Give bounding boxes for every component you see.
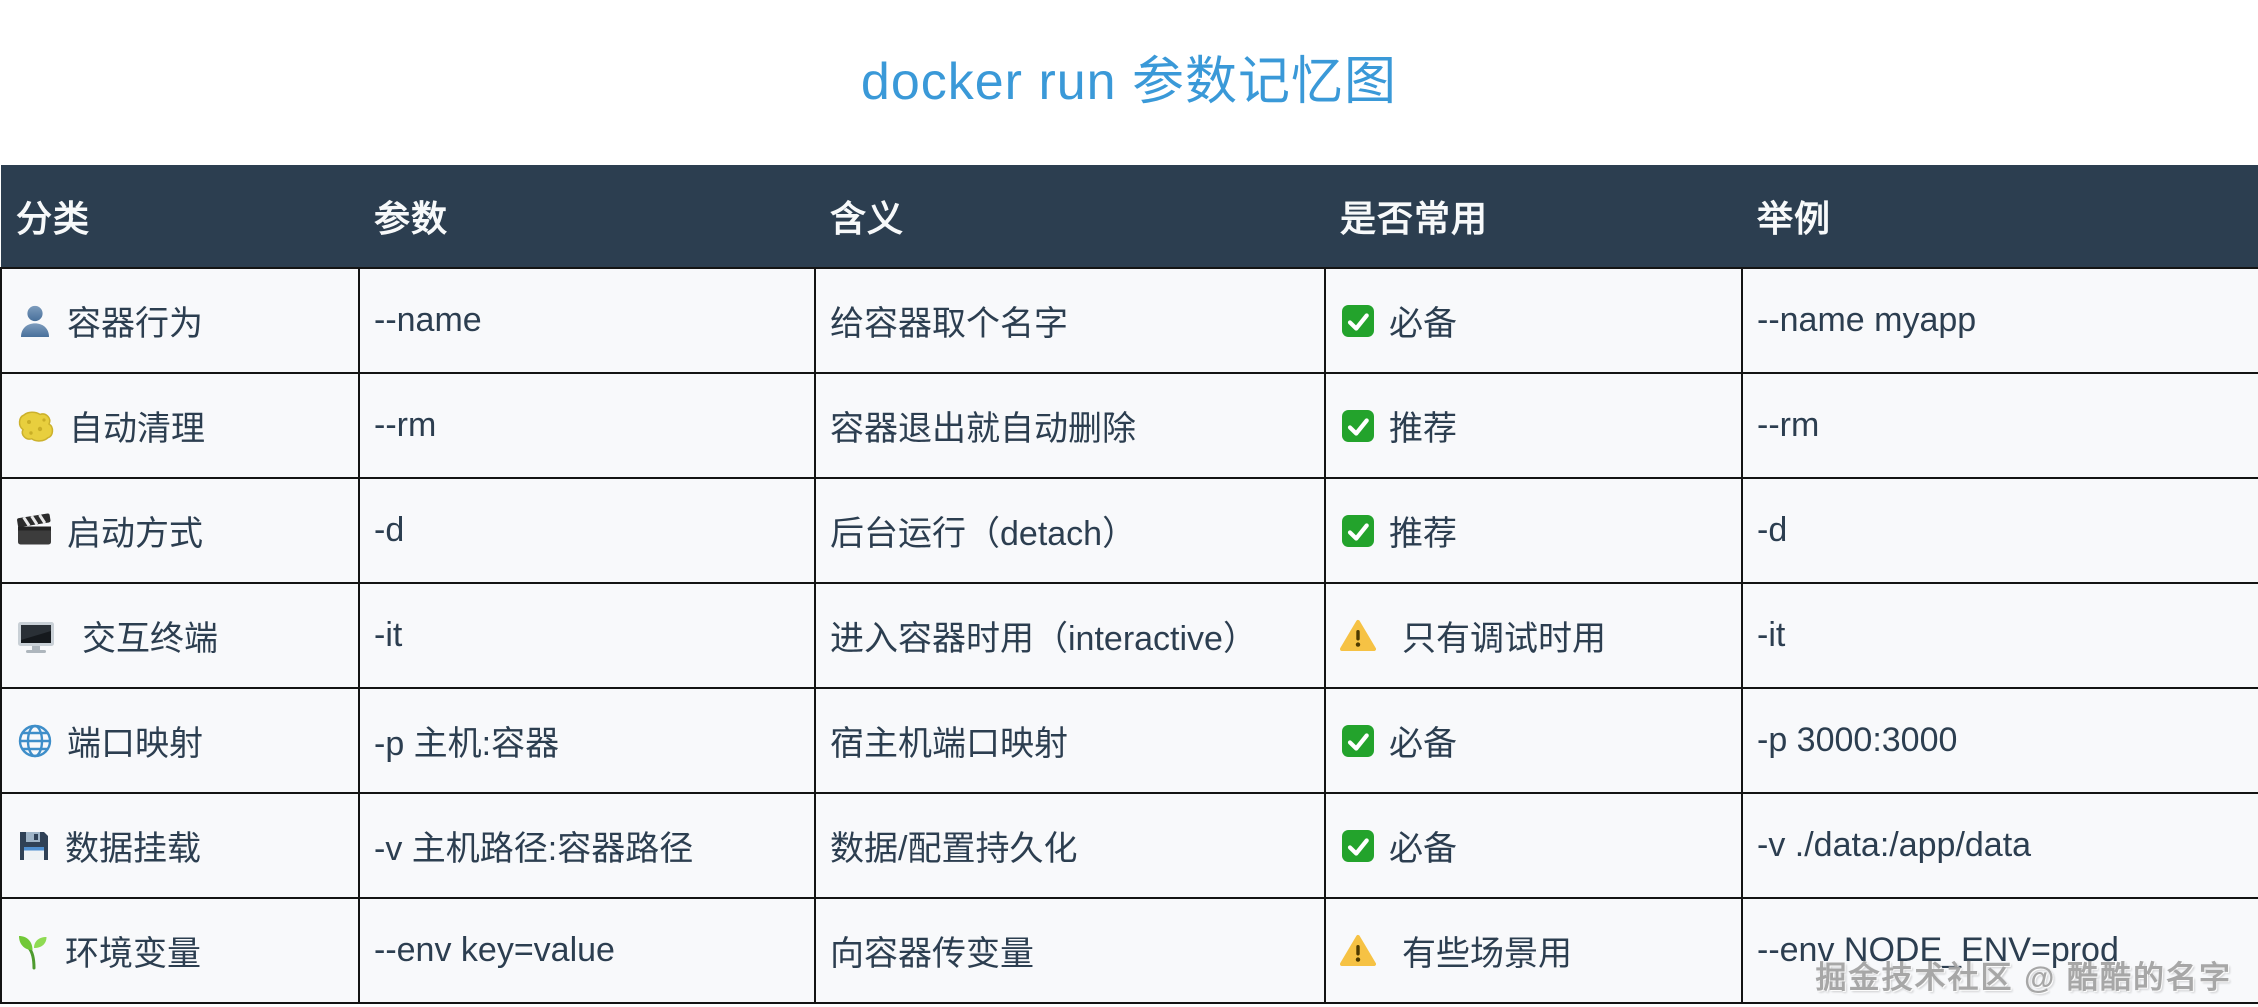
- header-cell-example: 举例: [1742, 165, 2258, 268]
- param-cell: -it: [358, 582, 816, 689]
- table-row: 容器行为 --name 给容器取个名字 必备: [0, 267, 2258, 374]
- table-row: 环境变量 --env key=value 向容器传变量: [0, 897, 2258, 1004]
- category-label: 交互终端: [82, 620, 218, 658]
- status-label: 只有调试时用: [1402, 620, 1606, 658]
- bust-in-silhouette-icon: [16, 302, 54, 340]
- category-cell: 数据挂载: [0, 792, 360, 899]
- category-cell: 启动方式: [0, 477, 360, 584]
- page-title: docker run 参数记忆图: [860, 52, 1398, 111]
- clapper-board-icon: [16, 512, 54, 550]
- table-row: 端口映射 -p 主机:容器 宿主机端口映射 必备: [0, 687, 2258, 794]
- param-cell: --env key=value: [358, 897, 816, 1004]
- category-label: 端口映射: [67, 725, 203, 763]
- status-cell: 必备: [1324, 792, 1743, 899]
- example-cell: -p 3000:3000: [1741, 687, 2258, 794]
- status-cell: 推荐: [1324, 477, 1743, 584]
- table-header: 分类 参数 含义 是否常用 举例: [1, 165, 2258, 268]
- example-cell: --env NODE_ENV=prod: [1741, 897, 2258, 1004]
- meaning-cell: 容器退出就自动删除: [814, 372, 1326, 479]
- category-cell: 交互终端: [0, 582, 360, 689]
- example-cell: -v ./data:/app/data: [1741, 792, 2258, 899]
- param-cell: --name: [358, 267, 816, 374]
- globe-icon: [16, 722, 54, 760]
- category-cell: 容器行为: [0, 267, 360, 374]
- seedling-icon: [16, 932, 52, 970]
- table-body: 容器行为 --name 给容器取个名字 必备: [0, 267, 2258, 1004]
- status-cell: 有些场景用: [1324, 897, 1743, 1004]
- example-cell: --name myapp: [1741, 267, 2258, 374]
- category-cell: 自动清理: [0, 372, 360, 479]
- floppy-disk-icon: [16, 828, 52, 864]
- status-cell: 只有调试时用: [1324, 582, 1743, 689]
- meaning-cell: 后台运行（detach）: [814, 477, 1326, 584]
- header-cell-common: 是否常用: [1325, 165, 1742, 268]
- param-cell: -p 主机:容器: [358, 687, 816, 794]
- check-icon: [1340, 408, 1376, 444]
- meaning-cell: 给容器取个名字: [814, 267, 1326, 374]
- param-cell: -v 主机路径:容器路径: [358, 792, 816, 899]
- warning-icon: [1340, 933, 1376, 969]
- category-cell: 端口映射: [0, 687, 360, 794]
- check-icon: [1340, 513, 1376, 549]
- header-cell-param: 参数: [359, 165, 815, 268]
- table-row: 数据挂载 -v 主机路径:容器路径 数据/配置持久化 必备: [0, 792, 2258, 899]
- status-label: 有些场景用: [1402, 935, 1572, 973]
- meaning-cell: 进入容器时用（interactive）: [814, 582, 1326, 689]
- category-label: 自动清理: [69, 410, 205, 448]
- category-label: 容器行为: [67, 305, 203, 343]
- param-cell: --rm: [358, 372, 816, 479]
- status-cell: 必备: [1324, 267, 1743, 374]
- meaning-cell: 数据/配置持久化: [814, 792, 1326, 899]
- docker-run-param-table: 分类 参数 含义 是否常用 举例: [0, 165, 2258, 1004]
- table-row: 交互终端 -it 进入容器时用（interactive）: [0, 582, 2258, 689]
- status-cell: 必备: [1324, 687, 1743, 794]
- check-icon: [1340, 828, 1376, 864]
- check-icon: [1340, 723, 1376, 759]
- table-row: 启动方式 -d 后台运行（detach） 推荐: [0, 477, 2258, 584]
- header-cell-category: 分类: [1, 165, 359, 268]
- status-label: 必备: [1389, 725, 1457, 763]
- table-row: 自动清理 --rm 容器退出就自动删除 推荐: [0, 372, 2258, 479]
- watermark: 掘金技术社区 @ 酷酷的名字: [1815, 960, 2232, 995]
- status-label: 必备: [1389, 830, 1457, 868]
- param-cell: -d: [358, 477, 816, 584]
- category-cell: 环境变量: [0, 897, 360, 1004]
- status-label: 推荐: [1389, 515, 1457, 553]
- title-bar: docker run 参数记忆图: [0, 0, 2258, 165]
- example-cell: --rm: [1741, 372, 2258, 479]
- header-cell-meaning: 含义: [815, 165, 1325, 268]
- meaning-cell: 宿主机端口映射: [814, 687, 1326, 794]
- desktop-computer-icon: [16, 617, 56, 655]
- example-cell: -d: [1741, 477, 2258, 584]
- status-label: 推荐: [1389, 410, 1457, 448]
- meaning-cell: 向容器传变量: [814, 897, 1326, 1004]
- status-cell: 推荐: [1324, 372, 1743, 479]
- sponge-icon: [16, 409, 56, 443]
- category-label: 启动方式: [67, 515, 203, 553]
- header-row: 分类 参数 含义 是否常用 举例: [1, 165, 2258, 268]
- status-label: 必备: [1389, 305, 1457, 343]
- warning-icon: [1340, 618, 1376, 654]
- example-cell: -it: [1741, 582, 2258, 689]
- category-label: 数据挂载: [65, 830, 201, 868]
- check-icon: [1340, 303, 1376, 339]
- category-label: 环境变量: [65, 935, 201, 973]
